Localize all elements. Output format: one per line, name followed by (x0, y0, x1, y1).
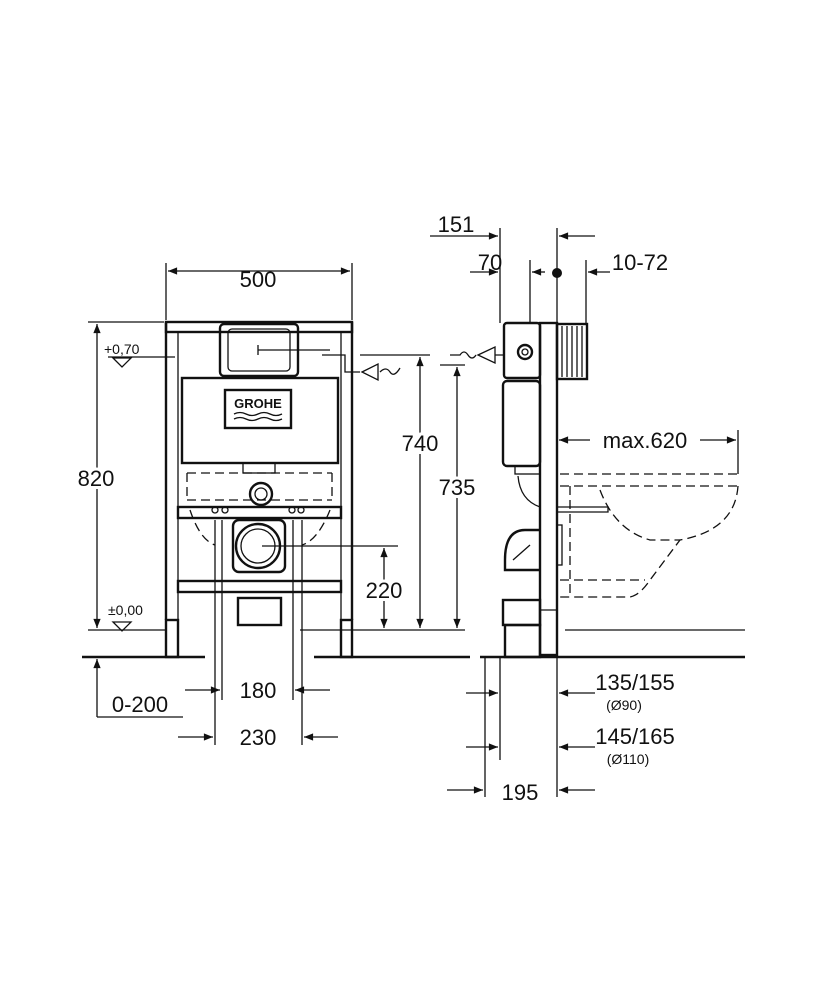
dim-flush-735: 735 (439, 475, 476, 500)
dim-outlet-145-165: 145/165 (595, 724, 675, 749)
front-view-frame (164, 320, 354, 659)
dim-diameter-90: (Ø90) (606, 697, 642, 713)
bowl-outline-dashed (186, 472, 333, 546)
flush-plate (218, 322, 330, 378)
dim-width-500: 500 (240, 267, 277, 292)
dim-offset-151: 151 (438, 212, 475, 237)
floor-lines (82, 629, 745, 659)
wall-hung-bowl-dashed (560, 473, 739, 598)
dim-outlet-135-155: 135/155 (595, 670, 675, 695)
level-top-label: +0,70 (104, 341, 140, 357)
dim-height-820: 820 (78, 466, 115, 491)
dimension-lines-side (430, 228, 739, 797)
grohe-logo: GROHE (234, 396, 282, 411)
side-view-frame (501, 321, 609, 659)
outlet-pipe (211, 506, 305, 627)
dim-offset-70: 70 (478, 250, 502, 275)
dim-depth-195: 195 (502, 780, 539, 805)
water-inlet-arrow-side (450, 345, 504, 365)
level-floor-label: ±0,00 (108, 602, 143, 618)
dim-max-620: max.620 (603, 428, 687, 453)
dim-diameter-110: (Ø110) (607, 751, 650, 767)
cistern: GROHE (180, 376, 340, 474)
dim-bolts-230: 230 (240, 725, 277, 750)
dim-bolts-180: 180 (240, 678, 277, 703)
reference-dot (552, 268, 562, 278)
dim-outlet-220: 220 (366, 578, 403, 603)
dim-wall-10-72: 10-72 (612, 250, 668, 275)
water-inlet-arrow (322, 354, 401, 382)
dim-supply-740: 740 (402, 431, 439, 456)
dimension-lines-front (88, 263, 465, 745)
dim-floor-adjust: 0-200 (112, 692, 168, 717)
